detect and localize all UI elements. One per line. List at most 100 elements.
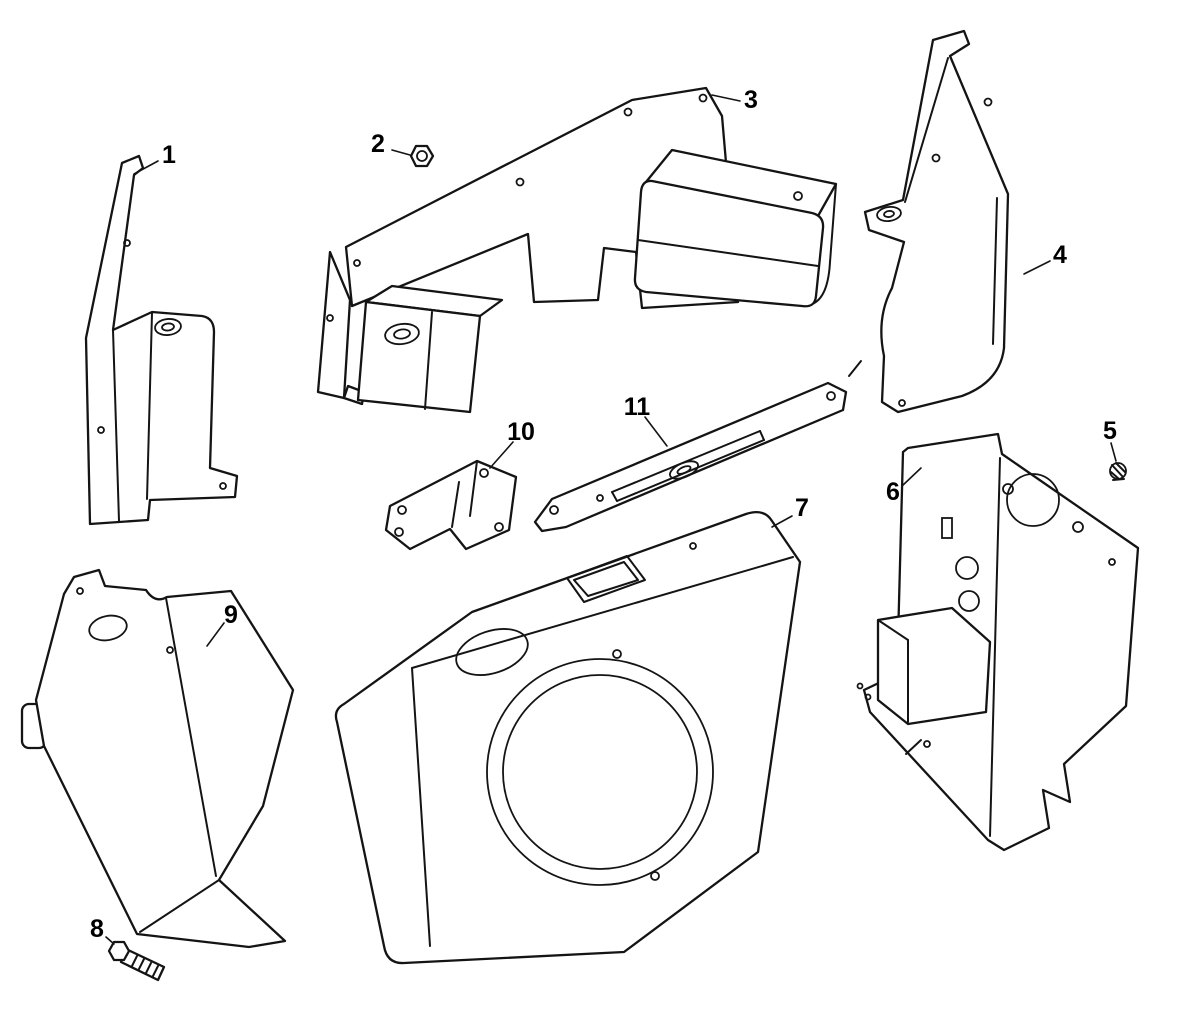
rib-end	[611, 491, 618, 502]
thread	[138, 958, 145, 970]
outline	[84, 154, 239, 526]
callout-6: 6	[886, 467, 922, 506]
part-4-baffle	[863, 29, 1010, 414]
hole	[955, 556, 979, 580]
callout-9: 9	[206, 601, 238, 647]
callout-7: 7	[771, 494, 809, 528]
hole	[689, 542, 697, 550]
leader-line	[489, 441, 514, 469]
oval-hole	[455, 628, 529, 676]
callout-10: 10	[489, 418, 535, 469]
rect-hole-inner	[573, 561, 639, 597]
callout-label: 3	[744, 86, 758, 114]
part-2-nut	[409, 144, 435, 168]
foot-face	[316, 250, 352, 400]
part-5-fastener	[1109, 462, 1127, 481]
hole	[1002, 483, 1014, 495]
hole	[326, 314, 334, 322]
callout-label: 7	[795, 494, 809, 522]
outline	[34, 568, 295, 949]
callout-label: 1	[162, 141, 176, 169]
crease	[989, 457, 1001, 837]
nut-hex	[409, 144, 435, 168]
bolt-head	[107, 940, 131, 962]
callout-1: 1	[133, 141, 176, 175]
hole	[698, 93, 708, 103]
fan-ring-inner	[502, 674, 698, 870]
callout-label: 2	[371, 130, 385, 158]
hole	[494, 522, 504, 532]
bracket-crease	[877, 619, 909, 641]
callout-8: 8	[90, 915, 115, 945]
hole	[515, 177, 525, 187]
hole	[931, 153, 941, 163]
tick-mark	[848, 360, 862, 377]
hole	[596, 494, 604, 502]
part-6-panel	[856, 432, 1140, 852]
thread	[145, 962, 152, 974]
hole	[353, 259, 361, 267]
callout-label: 4	[1053, 241, 1067, 269]
hole	[76, 587, 84, 595]
oval-boss-inner	[393, 328, 411, 340]
slot-outer	[669, 460, 699, 480]
hole	[549, 505, 559, 515]
hole	[856, 682, 864, 690]
part-3-baffle	[316, 86, 838, 414]
leader-line	[771, 515, 793, 528]
hole	[1108, 558, 1116, 566]
thread	[131, 955, 138, 967]
leader-line	[105, 936, 115, 945]
box-front-face	[356, 300, 482, 414]
callout-label: 11	[624, 393, 651, 421]
inner-bracket	[876, 606, 992, 726]
crease	[165, 597, 217, 877]
hole	[983, 97, 993, 107]
oval-hole	[88, 614, 128, 642]
callout-5: 5	[1103, 417, 1117, 462]
left-fold	[411, 667, 431, 947]
boss-outer	[876, 205, 902, 223]
boss-inner	[161, 322, 175, 332]
callout-3: 3	[711, 86, 758, 114]
top-fold	[411, 556, 794, 669]
fastener-knurl	[1111, 464, 1124, 478]
artwork-layer: 1 2 3 4 5 6 7	[20, 29, 1140, 982]
part-1-baffle	[84, 154, 239, 526]
hole	[623, 107, 633, 117]
leader-line	[206, 622, 225, 647]
fastener-base	[1112, 478, 1125, 481]
leader-line	[391, 149, 411, 156]
crease	[992, 197, 998, 345]
callout-2: 2	[371, 130, 411, 158]
rib	[616, 439, 765, 502]
leader-line	[1023, 260, 1051, 275]
hole	[898, 399, 906, 407]
oval-boss-outer	[384, 322, 420, 346]
crease	[451, 481, 460, 528]
leader-line	[133, 160, 159, 175]
drain-mark	[905, 739, 922, 755]
leader-line	[711, 94, 741, 102]
callouts: 1 2 3 4 5 6 7	[90, 86, 1117, 945]
callout-label: 5	[1103, 417, 1117, 445]
callout-4: 4	[1023, 241, 1067, 275]
boss-inner	[883, 210, 895, 218]
large-hole	[1006, 473, 1060, 527]
boss-outer	[154, 318, 182, 336]
hole	[793, 191, 803, 201]
part-10-bracket	[384, 459, 518, 551]
hole	[394, 527, 404, 537]
fastener-knurl	[1110, 471, 1120, 480]
flange-fold	[139, 879, 220, 933]
hole	[397, 505, 407, 515]
part-11-strap	[533, 381, 848, 533]
duct-front-face	[633, 179, 825, 308]
crease	[112, 329, 120, 522]
outline	[384, 459, 518, 551]
box-crease	[424, 311, 433, 410]
hole	[612, 649, 622, 659]
callout-label: 8	[90, 915, 104, 943]
